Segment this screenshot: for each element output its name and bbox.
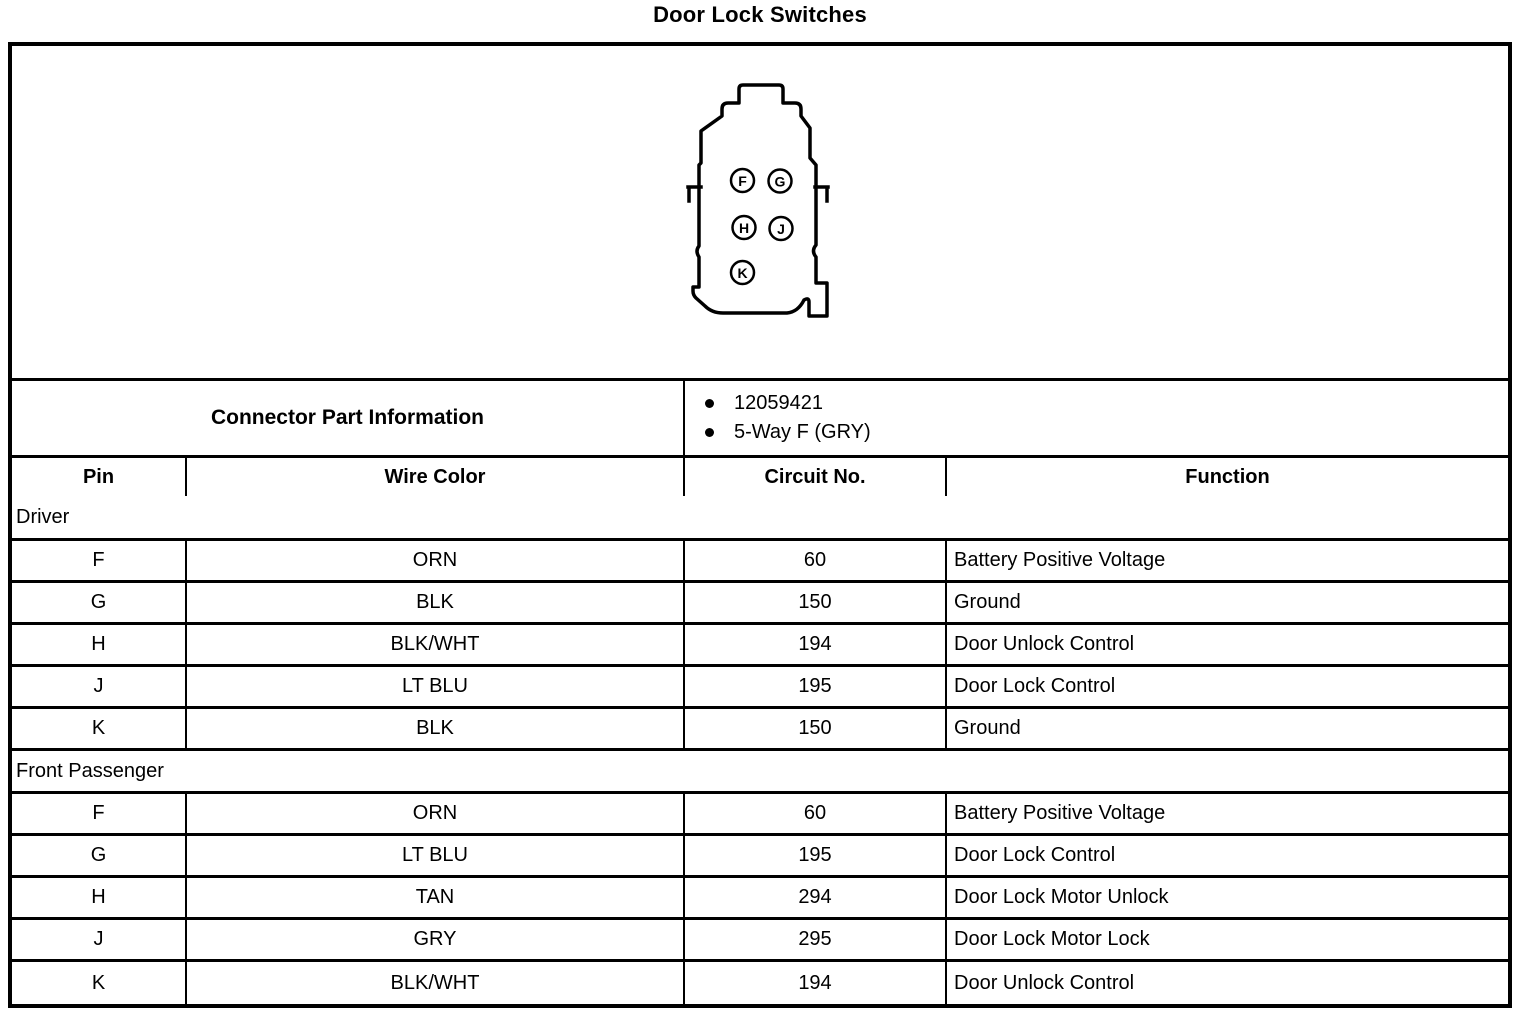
table-row: G LT BLU 195 Door Lock Control <box>12 833 1508 875</box>
connector-part-info-row: Connector Part Information 12059421 5-Wa… <box>12 378 1508 455</box>
pin-label-g: G <box>775 174 786 190</box>
header-function: Function <box>1185 465 1270 488</box>
cell-function: Ground <box>954 717 1021 739</box>
cell-circuit-no: 195 <box>685 667 947 706</box>
table-row: J GRY 295 Door Lock Motor Lock <box>12 917 1508 959</box>
section-header-driver: Driver <box>16 505 70 528</box>
header-wire-color: Wire Color <box>187 458 685 496</box>
table-row: K BLK/WHT 194 Door Unlock Control <box>12 959 1508 1004</box>
cell-pin: J <box>12 667 187 706</box>
pin-label-j: J <box>777 221 785 237</box>
bullet-icon <box>705 428 714 437</box>
pin-circle-k <box>729 259 756 286</box>
pin-label-h: H <box>739 220 749 236</box>
header-circuit-no: Circuit No. <box>685 458 947 496</box>
table-row: F ORN 60 Battery Positive Voltage <box>12 791 1508 833</box>
section-header-front-passenger: Front Passenger <box>12 748 1508 791</box>
cell-wire-color: ORN <box>187 794 685 833</box>
cell-function: Door Unlock Control <box>954 971 1135 994</box>
pin-circle-f <box>729 167 756 194</box>
pin-circle-g <box>767 168 793 194</box>
cell-pin: F <box>12 541 187 580</box>
cell-wire-color: TAN <box>187 878 685 917</box>
cell-circuit-no: 194 <box>685 962 947 1004</box>
cell-pin: H <box>12 625 187 664</box>
cell-function: Door Unlock Control <box>954 633 1135 655</box>
cell-function: Door Lock Control <box>954 675 1116 697</box>
table-row: K BLK 150 Ground <box>12 706 1508 748</box>
cell-pin: G <box>12 836 187 875</box>
cell-wire-color: BLK/WHT <box>187 962 685 1004</box>
bullet-icon <box>705 399 714 408</box>
cell-wire-color: LT BLU <box>187 667 685 706</box>
cell-wire-color: LT BLU <box>187 836 685 875</box>
header-pin: Pin <box>12 458 187 496</box>
cell-wire-color: BLK <box>187 583 685 622</box>
cell-function: Battery Positive Voltage <box>954 802 1166 824</box>
cell-circuit-no: 60 <box>685 794 947 833</box>
cell-function: Door Lock Motor Lock <box>954 928 1150 950</box>
cell-circuit-no: 295 <box>685 920 947 959</box>
cell-pin: F <box>12 794 187 833</box>
cell-function: Ground <box>954 591 1021 613</box>
table-row: H TAN 294 Door Lock Motor Unlock <box>12 875 1508 917</box>
cell-pin: G <box>12 583 187 622</box>
connector-diagram: F G H J K <box>686 83 830 318</box>
table-row: G BLK 150 Ground <box>12 580 1508 622</box>
connector-info-panel: F G H J K Connector Part Information 120… <box>8 42 1512 1008</box>
cell-circuit-no: 60 <box>685 541 947 580</box>
connector-type: 5-Way F (GRY) <box>734 421 871 443</box>
part-number-line: 12059421 <box>705 392 1508 415</box>
table-row: H BLK/WHT 194 Door Unlock Control <box>12 622 1508 664</box>
cell-pin: H <box>12 878 187 917</box>
connector-right-wing <box>813 185 830 203</box>
part-number: 12059421 <box>734 392 823 414</box>
pin-label-k: K <box>737 265 747 281</box>
cell-circuit-no: 150 <box>685 709 947 748</box>
cell-wire-color: BLK <box>187 709 685 748</box>
cell-circuit-no: 195 <box>685 836 947 875</box>
pin-label-f: F <box>738 173 747 189</box>
page-title: Door Lock Switches <box>653 2 867 27</box>
connector-type-line: 5-Way F (GRY) <box>705 421 1508 444</box>
cell-circuit-no: 150 <box>685 583 947 622</box>
table-header-row: Pin Wire Color Circuit No. Function <box>12 455 1508 496</box>
cell-wire-color: BLK/WHT <box>187 625 685 664</box>
table-row: F ORN 60 Battery Positive Voltage <box>12 538 1508 580</box>
pin-circle-h <box>731 214 757 241</box>
cell-wire-color: GRY <box>187 920 685 959</box>
cell-circuit-no: 294 <box>685 878 947 917</box>
table-row: J LT BLU 195 Door Lock Control <box>12 664 1508 706</box>
connector-part-info-label: Connector Part Information <box>12 381 685 455</box>
connector-left-wing <box>686 185 703 203</box>
cell-pin: J <box>12 920 187 959</box>
cell-pin: K <box>12 709 187 748</box>
cell-pin: K <box>12 962 187 1004</box>
cell-wire-color: ORN <box>187 541 685 580</box>
connector-diagram-zone: F G H J K <box>12 46 1508 378</box>
cell-function: Door Lock Motor Unlock <box>954 886 1169 908</box>
cell-circuit-no: 194 <box>685 625 947 664</box>
connector-body-outline <box>691 83 829 318</box>
connector-part-info-values: 12059421 5-Way F (GRY) <box>685 381 1508 455</box>
cell-function: Battery Positive Voltage <box>954 549 1166 571</box>
cell-function: Door Lock Control <box>954 844 1116 866</box>
pin-circle-j <box>768 215 794 242</box>
